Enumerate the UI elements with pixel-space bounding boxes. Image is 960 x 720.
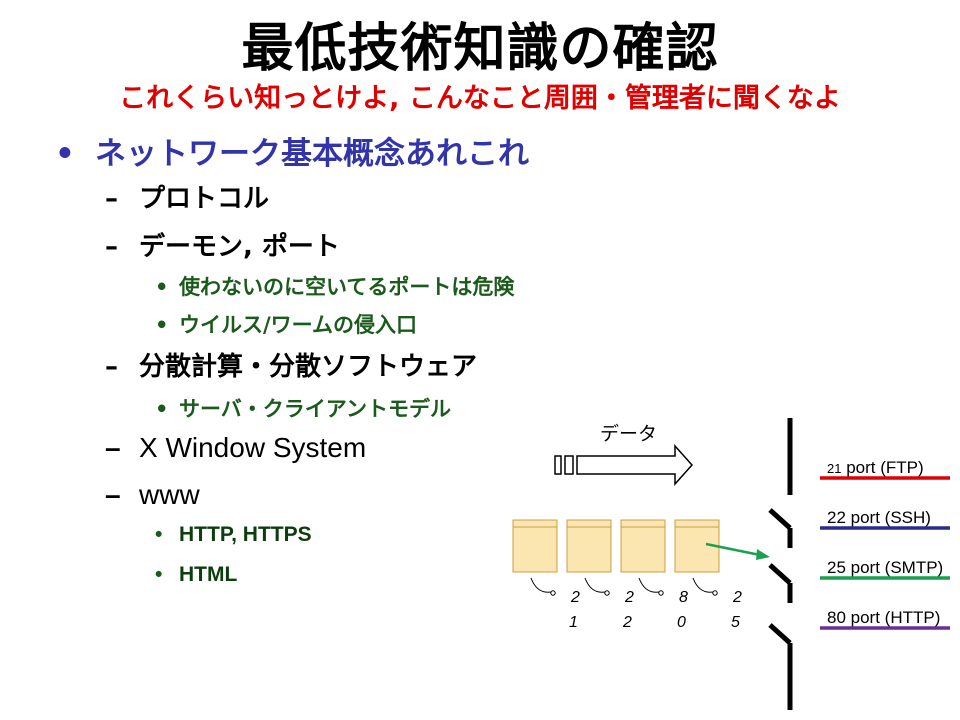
port-label: 80 port (HTTP) bbox=[827, 608, 940, 627]
port-name: port (HTTP) bbox=[846, 608, 940, 627]
port-number: 80 bbox=[827, 608, 846, 627]
port-label: 21 port (FTP) bbox=[827, 458, 924, 477]
bullet-marker: • bbox=[55, 136, 75, 172]
packet-tag-string bbox=[584, 577, 606, 593]
dash-marker: – bbox=[105, 232, 118, 262]
dot-marker: • bbox=[155, 563, 163, 586]
dot-marker: • bbox=[155, 313, 169, 337]
item-xwindow-text: X Window System bbox=[139, 432, 367, 463]
packet: 80 bbox=[620, 519, 688, 631]
dot-marker: • bbox=[155, 523, 163, 546]
data-flow-arrow bbox=[554, 444, 694, 486]
packet-tag-string bbox=[692, 577, 714, 593]
packet-port-digit: 0 bbox=[677, 614, 686, 631]
data-label: データ bbox=[600, 423, 657, 445]
packet-envelope bbox=[620, 519, 666, 573]
item-xwindow: –X Window System bbox=[105, 432, 366, 464]
packet-tag-hole bbox=[550, 590, 556, 596]
item-daemon-port: –デーモン, ポート bbox=[105, 226, 340, 263]
packet: 21 bbox=[512, 519, 580, 631]
item-www-sub2-text: HTML bbox=[179, 563, 238, 586]
packet-envelope bbox=[566, 519, 612, 573]
dot-marker: • bbox=[155, 275, 169, 299]
heading-text: ネットワーク基本概念あれこれ bbox=[95, 136, 529, 172]
packet-tag-hole bbox=[658, 590, 664, 596]
item-www-sub1: • HTTP, HTTPS bbox=[155, 523, 312, 547]
item-daemon-sub1: • 使わないのに空いてるポートは危険 bbox=[155, 271, 514, 301]
packet-port-digit: 1 bbox=[569, 614, 578, 631]
item-distributed-sub1: • サーバ・クライアントモデル bbox=[155, 393, 451, 423]
item-protocol: –プロトコル bbox=[105, 178, 269, 215]
item-www-sub1-text: HTTP, HTTPS bbox=[179, 523, 312, 546]
item-daemon-sub2: • ウイルス/ワームの侵入口 bbox=[155, 309, 417, 339]
slide-subtitle: これくらい知っとけよ, こんなこと周囲・管理者に聞くなよ bbox=[119, 83, 841, 114]
item-distributed-text: 分散計算・分散ソフトウェア bbox=[139, 352, 478, 382]
packet-port-digit: 2 bbox=[570, 589, 580, 606]
dash-marker: – bbox=[105, 479, 121, 510]
item-daemon-port-text: デーモン, ポート bbox=[139, 232, 340, 262]
packet-to-port-arrow bbox=[705, 542, 770, 560]
outline-heading: • ネットワーク基本概念あれこれ bbox=[55, 128, 529, 173]
packet-port-digit: 8 bbox=[679, 589, 688, 606]
port-label: 22 port (SSH) bbox=[827, 508, 931, 527]
port-entry: 80 port (HTTP) bbox=[820, 608, 950, 630]
dash-marker: – bbox=[105, 184, 118, 214]
port-name: port (SMTP) bbox=[846, 558, 943, 577]
port-name: port (SSH) bbox=[846, 508, 931, 527]
item-distributed-sub1-text: サーバ・クライアントモデル bbox=[179, 397, 451, 421]
port-number: 25 bbox=[827, 558, 846, 577]
dot-marker: • bbox=[155, 397, 169, 421]
port-number: 21 bbox=[827, 461, 841, 476]
item-distributed: –分散計算・分散ソフトウェア bbox=[105, 346, 477, 383]
item-daemon-sub1-text: 使わないのに空いてるポートは危険 bbox=[179, 275, 515, 299]
dash-marker: – bbox=[105, 432, 121, 463]
port-name: port (FTP) bbox=[841, 458, 923, 477]
packet: 25 bbox=[674, 519, 742, 631]
port-label: 25 port (SMTP) bbox=[827, 558, 943, 577]
packet-tag-string bbox=[638, 577, 660, 593]
packet-envelope bbox=[512, 519, 558, 573]
firewall-wall bbox=[768, 418, 793, 710]
port-number: 22 bbox=[827, 508, 846, 527]
item-protocol-text: プロトコル bbox=[139, 184, 270, 214]
packet-port-digit: 5 bbox=[731, 614, 740, 631]
packet-port-digit: 2 bbox=[732, 589, 742, 606]
dash-marker: – bbox=[105, 352, 118, 382]
item-daemon-sub2-text: ウイルス/ワームの侵入口 bbox=[179, 313, 418, 337]
slide-title: 最低技術知識の確認 bbox=[241, 19, 719, 79]
port-list: 21 port (FTP) 22 port (SSH) 25 port (SMTP)… bbox=[820, 458, 950, 630]
packet-tag-hole bbox=[604, 590, 610, 596]
port-entry: 21 port (FTP) bbox=[820, 458, 950, 480]
port-entry: 25 port (SMTP) bbox=[820, 558, 950, 580]
packet-tag-hole bbox=[712, 590, 718, 596]
item-www: –www bbox=[105, 479, 200, 511]
packet-port-digit: 2 bbox=[624, 589, 634, 606]
packet-port-digit: 2 bbox=[622, 614, 632, 631]
packet-tag-string bbox=[530, 577, 552, 593]
item-www-text: www bbox=[139, 479, 200, 510]
port-entry: 22 port (SSH) bbox=[820, 508, 950, 530]
item-www-sub2: • HTML bbox=[155, 563, 237, 587]
packet: 22 bbox=[566, 519, 634, 631]
